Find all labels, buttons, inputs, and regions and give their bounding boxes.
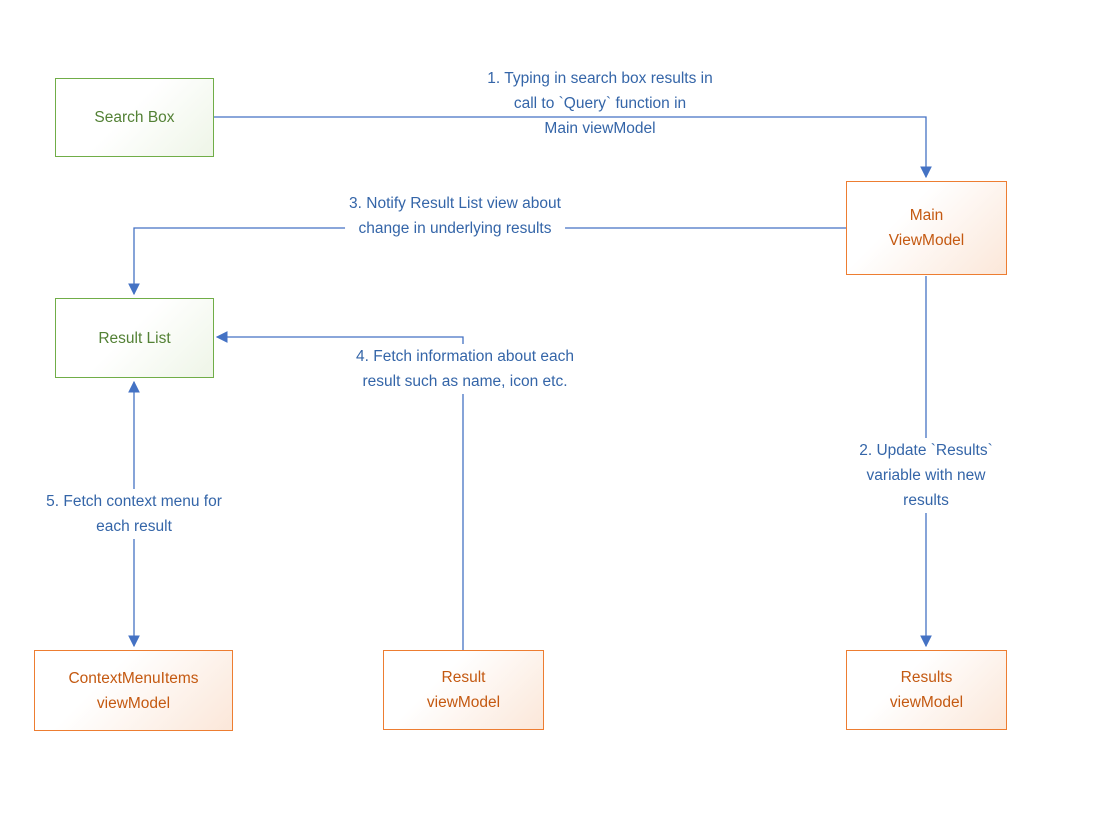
node-contextmenuitems-viewmodel: ContextMenuItems viewModel — [34, 650, 233, 731]
edge-label-step2: 2. Update `Results` variable with new re… — [834, 438, 1018, 513]
edge-3-mainviewmodel-to-resultlist — [128, 227, 846, 296]
edge-1-searchbox-to-mainviewmodel — [214, 116, 932, 179]
edge-4-resultviewmodel-to-resultlist — [215, 331, 464, 650]
node-search-box: Search Box — [55, 78, 214, 157]
edge-label-step3: 3. Notify Result List view about change … — [345, 191, 565, 241]
node-results-viewmodel: Results viewModel — [846, 650, 1007, 730]
edge-label-step1: 1. Typing in search box results in call … — [487, 70, 713, 137]
edge-label-step4: 4. Fetch information about each result s… — [352, 344, 578, 394]
node-main-viewmodel: Main ViewModel — [846, 181, 1007, 275]
node-result-list: Result List — [55, 298, 214, 378]
edge-label-step5: 5. Fetch context menu for each result — [42, 489, 226, 539]
node-result-viewmodel: Result viewModel — [383, 650, 544, 730]
